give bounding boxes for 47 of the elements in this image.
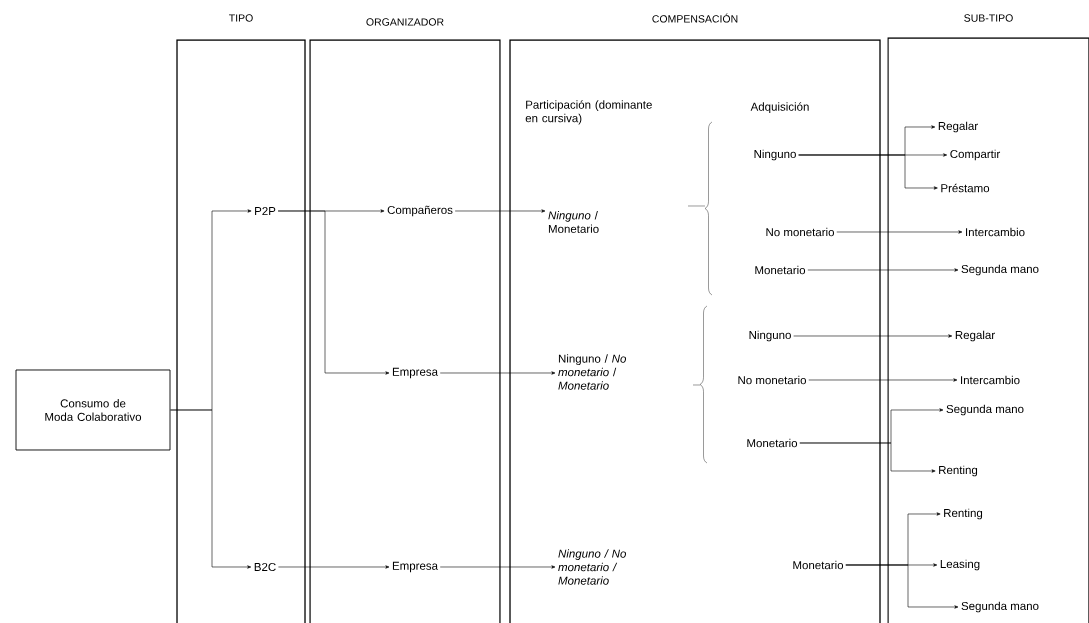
label-text: No monetario [766, 227, 834, 237]
arrow [454, 209, 546, 213]
arrow [793, 334, 953, 338]
arrow [170, 409, 252, 569]
label-text: Ninguno / Monetario [548, 211, 599, 233]
arrow [836, 230, 963, 234]
arrow [799, 442, 936, 473]
label-text: Intercambio [961, 375, 1020, 385]
arrow [845, 564, 959, 609]
label-text: Renting [939, 465, 978, 477]
label-text: Regalar [955, 330, 995, 342]
label-text: Monetario [793, 560, 844, 570]
label-text: Compañeros [387, 205, 453, 217]
root-box: Consumo de Moda Colaborativo [15, 369, 171, 451]
arrow [277, 210, 390, 375]
label-text: Compartir [950, 149, 1001, 161]
column-heading: SUB-TIPO [964, 14, 1013, 22]
column-heading: COMPENSACIÓN [652, 13, 738, 23]
label-text: Intercambio [966, 227, 1025, 237]
arrow [439, 565, 556, 569]
arrow [807, 268, 959, 272]
sub-heading: Adquisición [750, 102, 809, 114]
label-text: Monetario [755, 265, 806, 275]
label-text: Segunda mano [961, 601, 1039, 613]
label-text: Ninguno / No monetario / Monetario [558, 354, 627, 390]
column-heading: ORGANIZADOR [366, 18, 444, 26]
label-text: Segunda mano [946, 404, 1024, 416]
label-text: Ninguno [754, 149, 796, 161]
label-text: Renting [944, 508, 983, 520]
label-text: Regalar [938, 121, 978, 133]
label-text: Préstamo [941, 183, 990, 193]
arrow [798, 154, 938, 190]
label-text: Ninguno [749, 330, 791, 342]
label-text: P2P [255, 207, 276, 215]
label-text: Ninguno / No monetario / Monetario [558, 549, 626, 585]
arrow [808, 378, 958, 382]
arrow [278, 565, 390, 569]
label-text: Empresa [392, 367, 438, 379]
sub-heading: Participación (dominante en cursiva) [525, 100, 652, 125]
column-heading: TIPO [229, 14, 253, 22]
label-text: Segunda mano [961, 264, 1039, 276]
label-text: Empresa [392, 561, 438, 573]
label-text: Leasing [940, 559, 980, 571]
label-text: No monetario [738, 375, 806, 385]
label-text: Monetario [747, 438, 798, 448]
label-text: B2C [254, 562, 276, 572]
arrow [439, 371, 556, 375]
